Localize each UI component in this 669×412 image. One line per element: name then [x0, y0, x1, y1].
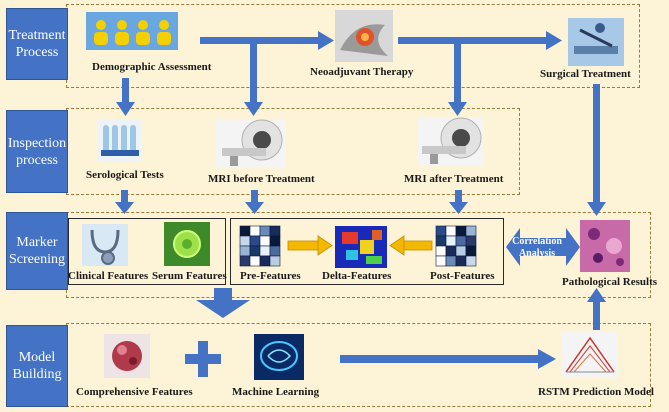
label-comprehensive: Comprehensive Features	[76, 386, 193, 398]
matrix-cell	[435, 225, 447, 237]
label-mri-before: MRI before Treatment	[208, 173, 315, 185]
matrix-cell	[259, 245, 271, 257]
features-box	[230, 218, 504, 285]
matrix-cell	[239, 225, 251, 237]
matrix-cell	[249, 245, 261, 257]
test-tubes-icon	[98, 120, 142, 162]
correlation-double-arrow	[506, 228, 580, 266]
label-surgical: Surgical Treatment	[540, 68, 631, 80]
arrow-serological-to-clinical	[115, 190, 134, 214]
matrix-cell	[435, 255, 447, 267]
matrix-cell	[259, 255, 271, 267]
feature-sphere-icon	[104, 334, 150, 378]
label-rstm: RSTM Prediction Model	[538, 386, 654, 398]
arrow-post-to-delta	[389, 235, 433, 256]
label-pathological: Pathological Results	[562, 276, 658, 288]
label-demographic: Demographic Assessment	[92, 61, 212, 73]
arrow-demographic-to-neoadjuvant	[200, 31, 334, 50]
arrow-to-mri-after	[448, 42, 467, 116]
matrix-cell	[239, 245, 251, 257]
label-serum: Serum Features	[152, 270, 227, 282]
matrix-cell	[249, 235, 261, 247]
label-correlation: Correlation Analysis	[512, 236, 562, 259]
matrix-cell	[455, 235, 467, 247]
label-clinical: Clinical Features	[68, 270, 149, 282]
matrix-cell	[465, 255, 477, 267]
surgery-icon	[568, 18, 624, 66]
delta-map-icon	[335, 226, 387, 268]
surface-plot-icon	[562, 332, 618, 378]
matrix-cell	[269, 255, 281, 267]
pathology-icon	[580, 220, 630, 272]
matrix-icon	[239, 225, 281, 267]
matrix-cell	[455, 225, 467, 237]
arrow-rstm-to-pathological	[587, 288, 606, 330]
label-mri-after: MRI after Treatment	[404, 173, 504, 185]
stage-label-treatment: Treatment Process	[6, 8, 68, 80]
matrix-cell	[259, 235, 271, 247]
label-serological: Serological Tests	[86, 169, 164, 181]
stage-label-inspection: Inspection process	[6, 110, 68, 193]
label-ml: Machine Learning	[232, 386, 320, 398]
matrix-cell	[269, 225, 281, 237]
matrix-cell	[445, 235, 457, 247]
stethoscope-icon	[82, 224, 128, 266]
matrix-cell	[465, 245, 477, 257]
mri-scanner-icon	[216, 119, 286, 168]
matrix-cell	[445, 245, 457, 257]
matrix-cell	[435, 245, 447, 257]
matrix-cell	[435, 235, 447, 247]
mri-scanner-icon	[418, 117, 484, 166]
stage-label-marker: Marker Screening	[6, 212, 68, 290]
plus-icon	[185, 341, 221, 377]
therapy-icon	[335, 10, 393, 62]
people-icon	[86, 12, 178, 50]
brain-icon	[254, 334, 304, 380]
matrix-cell	[239, 255, 251, 267]
label-delta: Delta-Features	[322, 270, 392, 282]
matrix-cell	[259, 225, 271, 237]
label-pre: Pre-Features	[240, 270, 301, 282]
arrow-demographic-to-serological	[116, 78, 135, 116]
arrow-marker-to-model	[196, 288, 250, 318]
label-post: Post-Features	[430, 270, 495, 282]
matrix-cell	[465, 225, 477, 237]
matrix-cell	[269, 235, 281, 247]
arrow-ml-to-rstm	[340, 349, 556, 369]
matrix-cell	[445, 255, 457, 267]
arrow-mri-before-to-pre	[245, 190, 264, 214]
clinical-serum-box	[68, 218, 226, 285]
arrow-neoadjuvant-to-surgical	[398, 31, 562, 50]
matrix-cell	[455, 255, 467, 267]
matrix-icon	[435, 225, 477, 267]
arrow-pre-to-delta	[287, 235, 333, 256]
matrix-cell	[249, 255, 261, 267]
matrix-cell	[455, 245, 467, 257]
virus-icon	[164, 222, 210, 266]
matrix-cell	[445, 225, 457, 237]
stage-label-model: Model Building	[6, 325, 68, 407]
arrow-surgical-to-pathological	[587, 84, 606, 216]
matrix-cell	[249, 225, 261, 237]
arrow-mri-after-to-post	[449, 190, 468, 214]
matrix-cell	[465, 235, 477, 247]
matrix-cell	[269, 245, 281, 257]
arrow-to-mri-before	[244, 42, 263, 116]
label-neoadjuvant: Neoadjuvant Therapy	[310, 66, 414, 78]
matrix-cell	[239, 235, 251, 247]
